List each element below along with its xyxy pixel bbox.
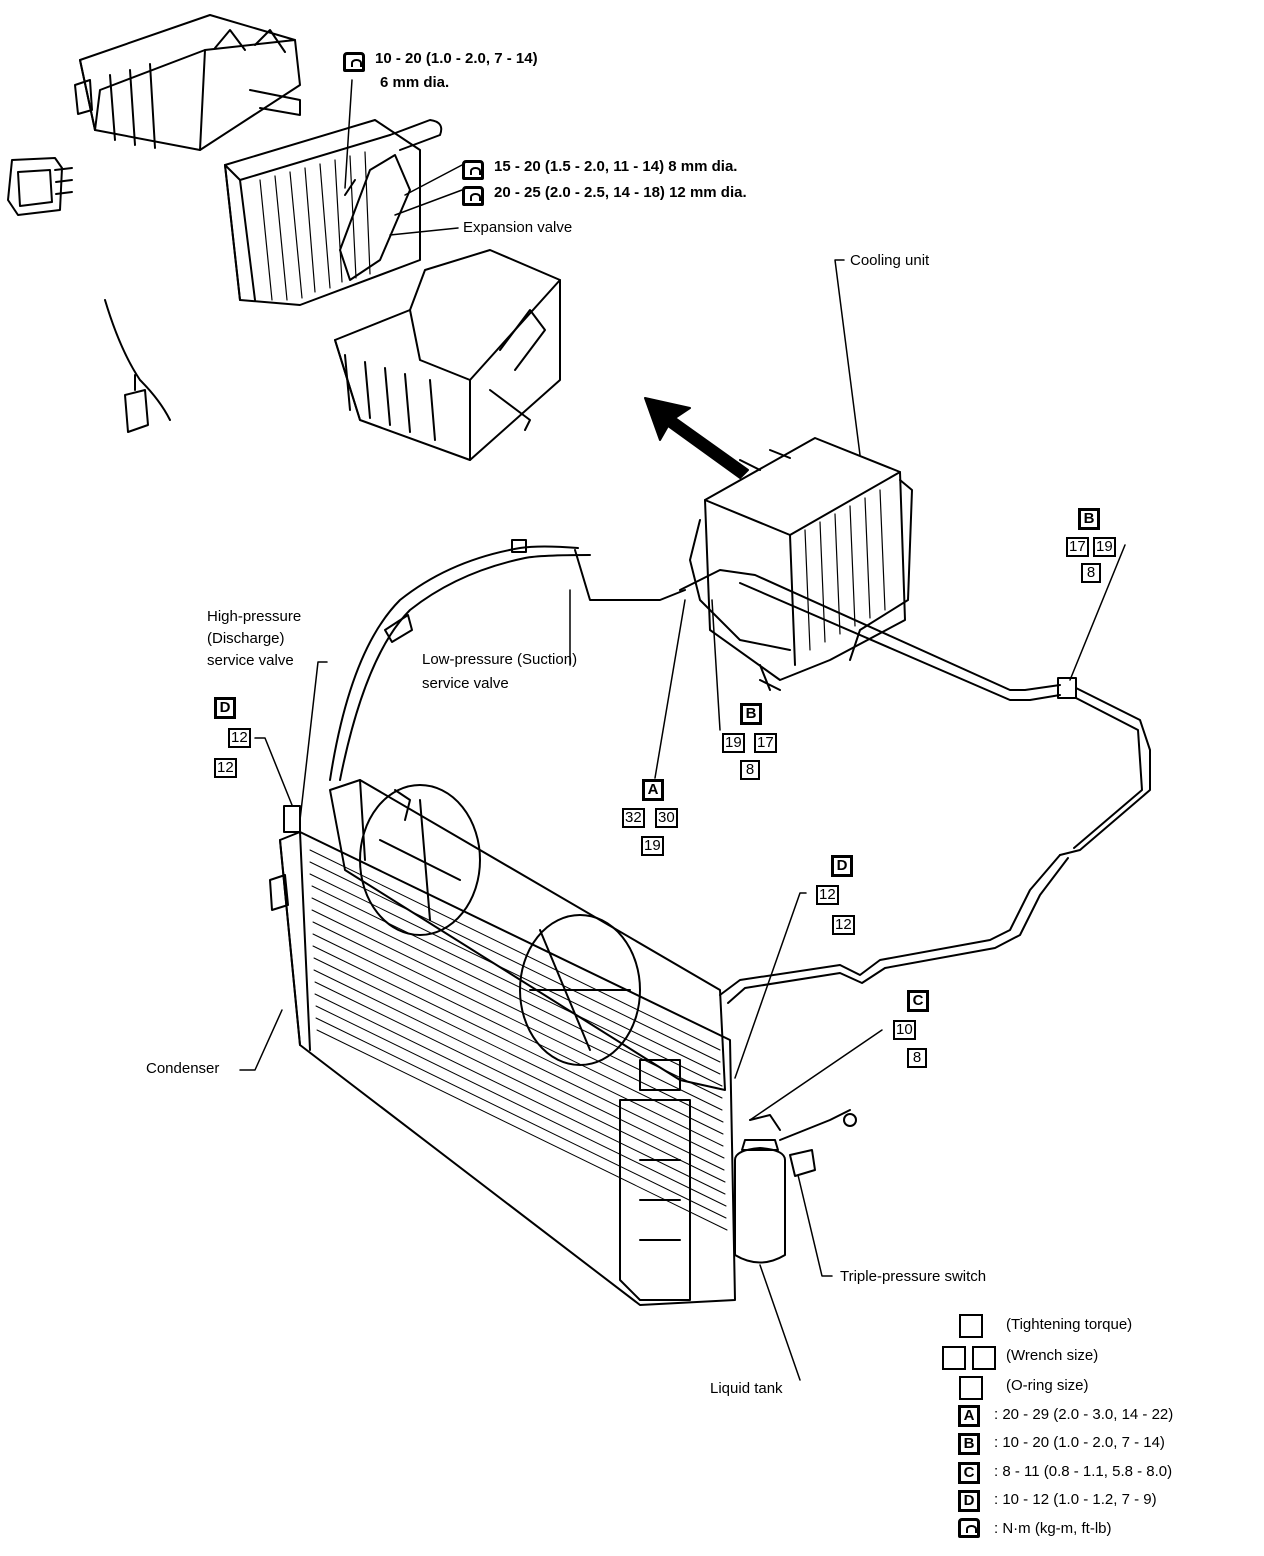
legend-b-value: : 10 - 20 (1.0 - 2.0, 7 - 14) — [994, 1434, 1165, 1451]
legend-d-value: : 10 - 12 (1.0 - 1.2, 7 - 9) — [994, 1491, 1157, 1508]
triple-pressure-switch-label: Triple-pressure switch — [840, 1268, 987, 1285]
direction-arrow — [644, 397, 749, 479]
legend-a-box: A — [958, 1405, 980, 1427]
legend-wrench-box-1 — [942, 1346, 966, 1370]
legend-c-value: : 8 - 11 (0.8 - 1.1, 5.8 - 8.0) — [994, 1463, 1173, 1480]
torque-spec-6mm-line1: 10 - 20 (1.0 - 2.0, 7 - 14) — [375, 50, 538, 67]
legend-a-value: : 20 - 29 (2.0 - 3.0, 14 - 22) — [994, 1406, 1174, 1423]
liquid-tank-label: Liquid tank — [710, 1380, 783, 1397]
blower-housing-upper — [74, 14, 301, 151]
torque-spec-6mm-line2: 6 mm dia. — [380, 74, 450, 91]
thermo-sensor — [104, 299, 171, 433]
joint-a-oring: 19 — [641, 836, 664, 856]
low-pressure-label-line2: service valve — [422, 675, 509, 692]
legend-tightening-torque: (Tightening torque) — [1006, 1316, 1133, 1333]
liquid-tank — [734, 1114, 786, 1264]
evaporator-core — [224, 119, 443, 306]
joint-d-left-letter: D — [214, 697, 236, 719]
legend-torque-box — [959, 1314, 983, 1338]
triple-pressure-switch — [779, 1109, 857, 1177]
legend-oring-size: (O-ring size) — [1006, 1377, 1089, 1394]
torque-icon — [343, 52, 365, 72]
joint-a-letter: A — [642, 779, 664, 801]
blower-resistor — [7, 157, 73, 216]
high-pressure-label-line2: (Discharge) — [207, 630, 285, 647]
torque-spec-12mm: 20 - 25 (2.0 - 2.5, 14 - 18) 12 mm dia. — [494, 184, 747, 201]
joint-b-center-letter: B — [740, 703, 762, 725]
joint-b-right-oring: 8 — [1081, 563, 1101, 583]
torque-icon — [462, 186, 484, 206]
legend-torque-icon — [958, 1518, 980, 1538]
joint-d-right-letter: D — [831, 855, 853, 877]
high-pressure-label-line3: service valve — [207, 652, 294, 669]
legend-wrench-size: (Wrench size) — [1006, 1347, 1099, 1364]
cooling-unit-lower-case — [334, 249, 561, 461]
joint-c-oring: 8 — [907, 1048, 927, 1068]
legend-b-box: B — [958, 1433, 980, 1455]
legend-c-box: C — [958, 1462, 980, 1484]
legend-unit: : N·m (kg-m, ft-lb) — [994, 1520, 1112, 1537]
cooling-unit — [689, 437, 913, 691]
torque-spec-8mm: 15 - 20 (1.5 - 2.0, 11 - 14) 8 mm dia. — [494, 158, 738, 175]
condenser — [269, 805, 736, 1306]
legend-oring-box — [959, 1376, 983, 1400]
discharge-line — [329, 539, 686, 781]
joint-a-wrench-1: 32 — [622, 808, 645, 828]
legend-wrench-box-2 — [972, 1346, 996, 1370]
fan-shroud — [329, 779, 726, 1301]
joint-d-right-wrench: 12 — [816, 885, 839, 905]
joint-b-right-wrench-1: 17 — [1066, 537, 1089, 557]
condenser-label: Condenser — [146, 1060, 220, 1077]
leader-lines — [239, 79, 1126, 1381]
joint-b-center-wrench-2: 17 — [754, 733, 777, 753]
joint-c-wrench: 10 — [893, 1020, 916, 1040]
joint-b-center-oring: 8 — [740, 760, 760, 780]
joint-c-letter: C — [907, 990, 929, 1012]
joint-d-left-oring: 12 — [214, 758, 237, 778]
joint-b-right-letter: B — [1078, 508, 1100, 530]
legend-d-box: D — [958, 1490, 980, 1512]
joint-d-right-oring: 12 — [832, 915, 855, 935]
torque-icon — [462, 160, 484, 180]
joint-d-left-wrench: 12 — [228, 728, 251, 748]
joint-a-wrench-2: 30 — [655, 808, 678, 828]
cooling-unit-label: Cooling unit — [850, 252, 930, 269]
joint-b-center-wrench-1: 19 — [722, 733, 745, 753]
expansion-valve-label: Expansion valve — [463, 219, 573, 236]
joint-b-right-wrench-2: 19 — [1093, 537, 1116, 557]
low-pressure-line — [679, 569, 1151, 1004]
high-pressure-label-line1: High-pressure — [207, 608, 302, 625]
low-pressure-label-line1: Low-pressure (Suction) — [422, 651, 578, 668]
